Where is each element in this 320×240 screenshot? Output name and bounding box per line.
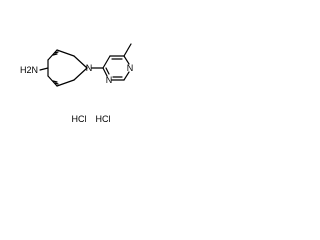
hash-bottom-2 — [52, 80, 58, 83]
bicyclic-core-bonds — [39, 49, 88, 87]
bond-c4-to-c5 — [102, 55, 111, 69]
hash-bottom-1 — [54, 82, 59, 85]
bond-bridge-to-amine — [39, 67, 49, 71]
pyrimidine-n1-label: N — [127, 63, 134, 73]
bond-c6-to-methyl — [123, 43, 132, 57]
atom-labels: H2N N N N — [20, 63, 133, 85]
bond-ring-n-to-ch2-bottom — [73, 67, 88, 81]
bond-ch2-top-to-ring-n — [73, 55, 88, 69]
amine-label: H2N — [20, 65, 38, 75]
salt-labels: HCl HCl — [72, 114, 111, 124]
ring-nitrogen-label: N — [86, 63, 93, 73]
hash-top-1 — [54, 51, 59, 54]
bond-ch2-bottom-to-bridgehead-bottom — [56, 79, 75, 87]
stereo-hash-bonds — [52, 51, 59, 85]
salt-label-2: HCl — [96, 114, 111, 124]
bond-c6-to-n1 — [123, 55, 130, 65]
bond-bridgehead-top-to-ch2-top — [56, 49, 75, 57]
chemical-structure-drawing: H2N N N N HCl HCl — [20, 43, 133, 124]
hash-top-2 — [52, 53, 58, 56]
salt-label-1: HCl — [72, 114, 87, 124]
bond-n3-to-c4 — [102, 67, 108, 77]
pyrimidine-n3-label: N — [106, 75, 113, 85]
bond-n1-to-c2 — [123, 71, 130, 81]
pyrimidine-ring-bonds — [91, 43, 132, 81]
bond-c4-to-n3-inner — [105, 67, 110, 75]
